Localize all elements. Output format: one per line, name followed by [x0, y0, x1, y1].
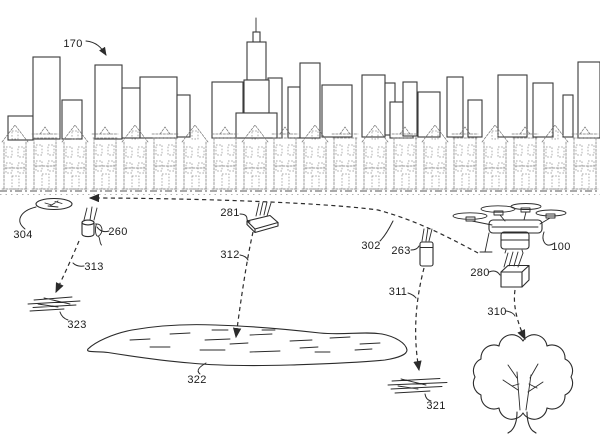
water-splash-right [387, 378, 448, 394]
label-flight-path: 302 [361, 240, 380, 252]
label-box-package: 280 [470, 267, 489, 279]
label-flat-package: 281 [220, 207, 239, 219]
label-tall-package: 263 [391, 245, 410, 257]
landing-marker [35, 197, 73, 211]
label-descent-center: 312 [220, 249, 239, 261]
label-descent-right: 311 [389, 286, 407, 298]
label-pond: 322 [187, 374, 206, 386]
water-splash-left [27, 296, 81, 312]
label-splash-right: 321 [426, 400, 445, 412]
label-landing-marker: 304 [13, 229, 32, 241]
street-line [0, 190, 600, 195]
descent-path-310 [513, 289, 526, 341]
uav-flight-path [88, 193, 479, 254]
reference-numerals: 170 304 260 313 323 281 312 322 302 263 … [13, 38, 570, 412]
tree [472, 334, 574, 434]
descent-path-312 [232, 231, 254, 339]
pond [87, 324, 408, 367]
uav-drone [452, 203, 567, 254]
label-rotor-package: 260 [108, 226, 127, 238]
label-uav: 100 [551, 241, 570, 253]
flat-package [246, 201, 279, 234]
city-skyline [7, 17, 600, 141]
label-descent-left: 313 [84, 261, 103, 273]
box-package [500, 251, 530, 288]
leader-lines [19, 40, 554, 402]
descent-path-313 [55, 240, 80, 294]
spire-building [235, 17, 278, 139]
label-city-environment: 170 [63, 38, 82, 50]
label-splash-left: 323 [67, 319, 86, 331]
descent-path-311 [413, 267, 425, 372]
tall-package [419, 227, 434, 267]
label-descent-tree: 310 [487, 306, 506, 318]
rotor-package [81, 206, 103, 246]
